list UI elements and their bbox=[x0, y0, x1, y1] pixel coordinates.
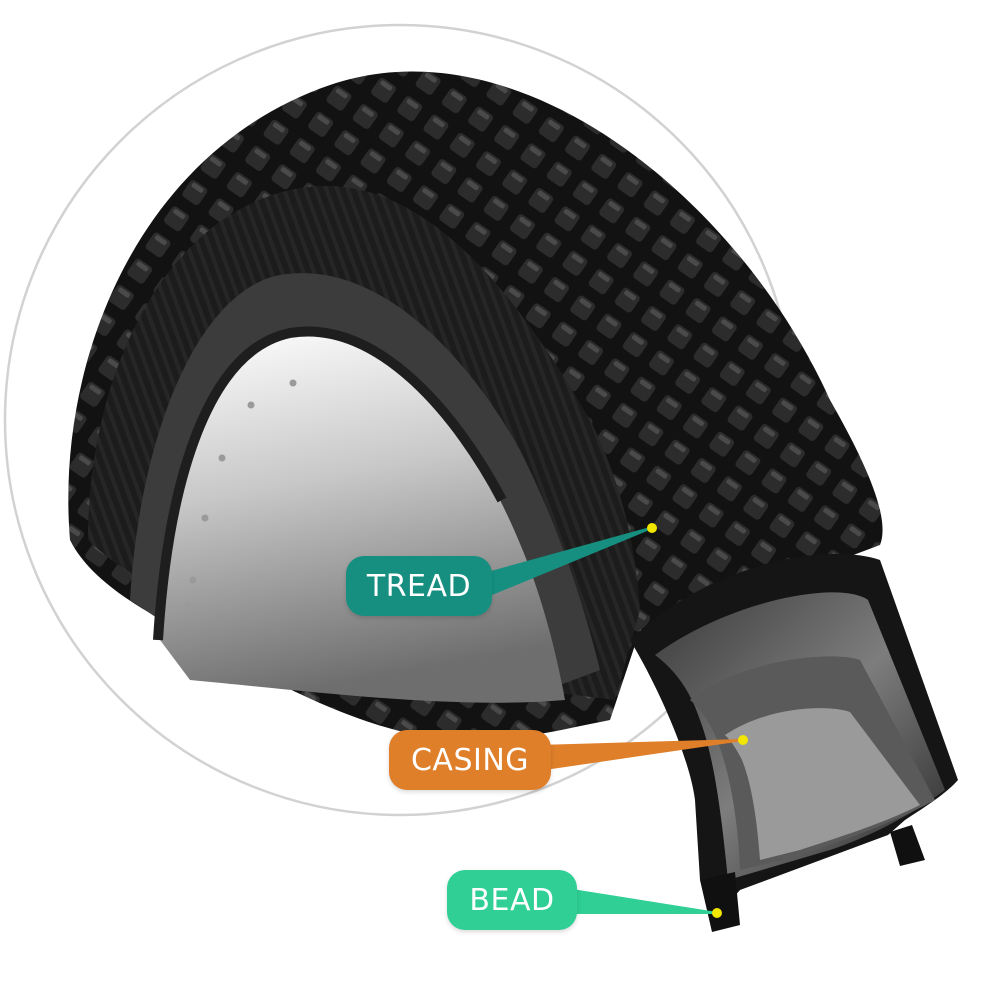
tread-label: TREAD bbox=[346, 556, 492, 616]
bead-label: BEAD bbox=[447, 870, 577, 930]
casing-layer-inner bbox=[725, 708, 920, 860]
bead-leader bbox=[566, 888, 717, 914]
rim-lip bbox=[153, 326, 507, 641]
casing-marker-dot bbox=[738, 735, 748, 745]
casing-leader bbox=[538, 739, 743, 771]
tread-leader bbox=[480, 527, 652, 600]
bead-left bbox=[700, 872, 740, 932]
tire-cross-section bbox=[630, 553, 958, 932]
rim-spoke-holes bbox=[184, 379, 297, 609]
casing-label: CASING bbox=[389, 730, 551, 790]
tread-marker-dot bbox=[647, 523, 657, 533]
bead-marker-dot bbox=[712, 908, 722, 918]
bead-right bbox=[890, 825, 925, 866]
